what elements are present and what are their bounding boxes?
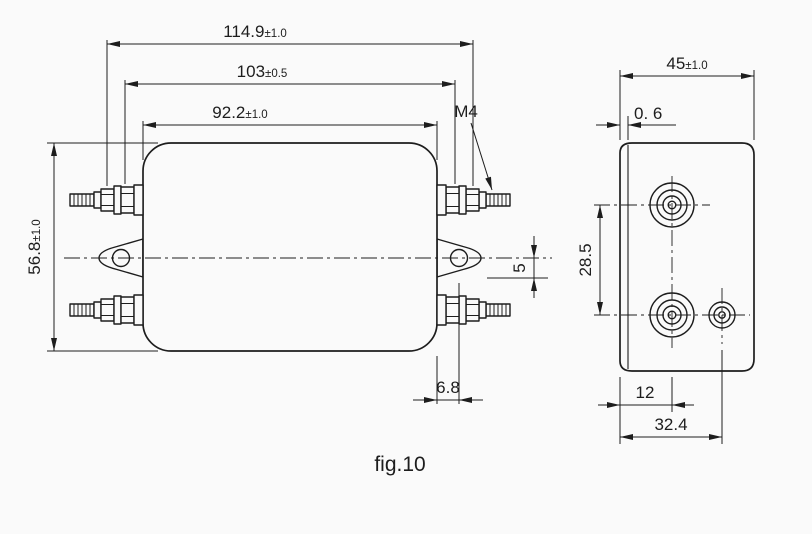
dim-value: 56.8 [25,242,44,275]
terminal-top-right [436,184,511,216]
dim-value: 45 [666,54,685,73]
dim-panel-thickness-label: 0. 6 [634,104,662,123]
front-view [64,142,552,352]
dim-overall-width: 114.9±1.0 [106,22,474,186]
dim-height-label: 56.8±1.0 [25,219,44,274]
dim-depth: 45±1.0 [619,54,755,140]
dim-terminal-inset-label: 12 [636,383,655,402]
dim-value: 92.2 [212,103,245,122]
dim-tolerance: ±1.0 [245,109,267,121]
dim-ground-inset: 32.4 [619,350,723,444]
dim-bracket-offset: 6.8 [413,283,483,404]
dim-panel-thickness: 0. 6 [596,104,676,140]
dim-height: 56.8±1.0 [25,142,158,352]
dim-centerline-offset: 5 [487,236,548,298]
dim-overall-width-label: 114.9±1.0 [223,22,287,41]
thread-callout: M4 [454,102,493,191]
dim-terminal-width: 103±0.5 [124,62,456,184]
dim-body-width: 92.2±1.0 [142,103,438,160]
dim-tolerance: ±1.0 [685,60,707,72]
dim-terminal-inset: 12 [598,377,694,412]
side-view [594,142,755,372]
dim-hole-spacing: 28.5 [576,205,603,315]
terminal-bottom-right [436,294,511,326]
dim-tolerance: ±0.5 [265,68,287,80]
dim-body-width-label: 92.2±1.0 [212,103,267,122]
thread-label: M4 [454,102,478,121]
filter-body [142,142,438,352]
dim-hole-spacing-label: 28.5 [576,243,595,276]
dim-centerline-offset-label: 5 [510,263,529,272]
dim-tolerance: ±1.0 [264,28,286,40]
dim-bracket-offset-label: 6.8 [436,378,460,397]
front-view-dimensions: 114.9±1.0 103±0.5 92.2±1.0 M4 56.8±1.0 [25,22,548,404]
dim-ground-inset-label: 32.4 [654,415,687,434]
dim-depth-label: 45±1.0 [666,54,707,73]
side-view-dimensions: 45±1.0 0. 6 28.5 12 32.4 [576,54,755,444]
figure-caption: fig.10 [374,453,425,476]
dim-value: 103 [237,62,265,81]
dim-value: 114.9 [223,22,264,41]
filter-side-body [619,142,755,372]
terminal-bottom-left [69,294,144,326]
terminal-top-left [69,184,144,216]
dim-terminal-width-label: 103±0.5 [237,62,288,81]
dim-tolerance: ±1.0 [31,219,43,241]
leader-line [470,122,493,191]
